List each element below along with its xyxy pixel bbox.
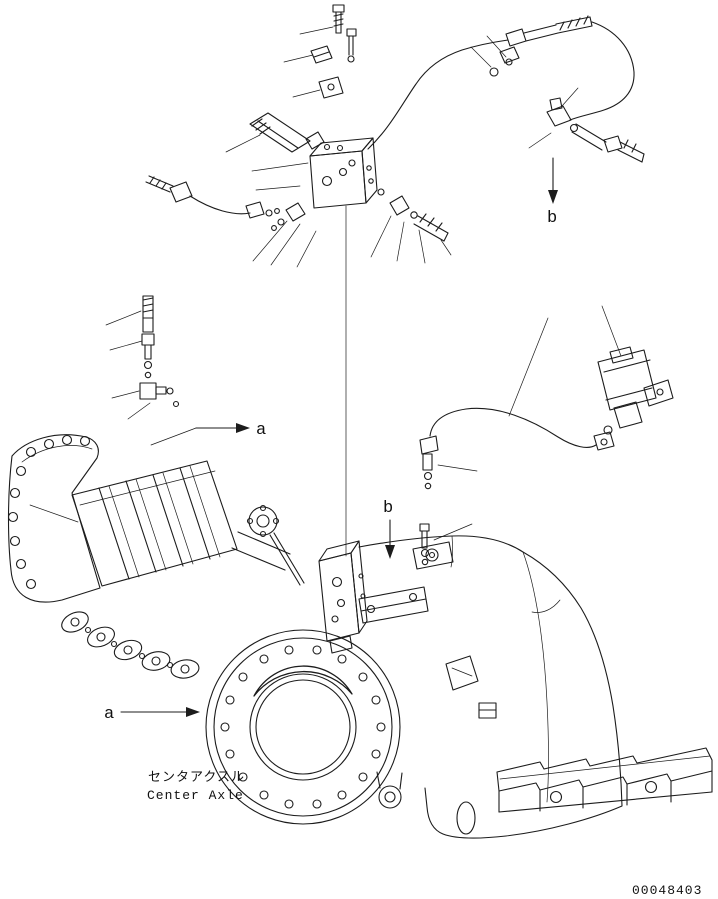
lower-valve-block (318, 523, 430, 654)
upper-valve-block (309, 137, 378, 209)
left-hose-assembly (145, 175, 280, 219)
linkage-joint (231, 504, 305, 586)
valve-lower-fittings (271, 188, 449, 242)
right-elbow-assembly (546, 97, 645, 163)
axle-fin-block (71, 460, 238, 587)
view-arrow-b-upper: b (547, 157, 558, 228)
label-a-upper: a (256, 421, 266, 440)
leader-lines (29, 26, 622, 541)
chain-links (61, 611, 200, 679)
top-bolts-group (310, 4, 357, 99)
view-arrow-b-lower: b (383, 499, 395, 559)
view-arrow-a-lower: a (104, 705, 200, 724)
solenoid-valve (593, 346, 674, 451)
caption-english: Center Axle (147, 788, 244, 803)
cartridge-valve (249, 112, 331, 153)
label-a-lower: a (104, 705, 114, 724)
view-arrow-a-upper: a (150, 421, 266, 446)
top-right-hose (367, 15, 635, 150)
label-b-upper: b (547, 209, 557, 228)
flange-plate (205, 629, 403, 825)
axle-right-housing (358, 535, 623, 839)
middle-hose (419, 407, 597, 490)
caption-japanese: センタアクスル (148, 770, 245, 785)
drawing-number: 00048403 (632, 883, 702, 898)
label-b-lower: b (383, 499, 393, 518)
stepped-bracket (496, 747, 713, 813)
left-fitting-stack (139, 295, 180, 408)
axle-left-housing (7, 434, 101, 603)
